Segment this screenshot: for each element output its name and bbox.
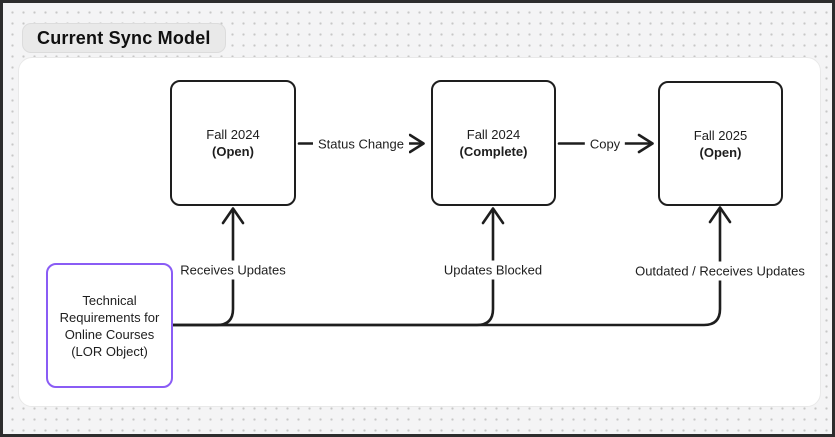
edge-label-copy[interactable]: Copy — [584, 134, 626, 154]
edge-label-outdated-receives-updates[interactable]: Outdated / Receives Updates — [630, 261, 810, 281]
box-label-term: Fall 2025 — [693, 127, 748, 143]
edge-label-receives-updates[interactable]: Receives Updates — [175, 260, 291, 280]
lor-box-line: Technical — [82, 292, 137, 308]
course-box-fall-2024-open[interactable]: Fall 2024 (Open) — [170, 80, 296, 206]
box-label-term: Fall 2024 — [466, 127, 521, 142]
frame-title-text: Current Sync Model — [37, 27, 211, 48]
lor-box-line: Online Courses — [64, 326, 155, 342]
arrow-outdated-receives-updates[interactable] — [171, 206, 732, 327]
lor-box-line: (LOR Object) — [71, 343, 148, 359]
edge-label-status-change[interactable]: Status Change — [312, 134, 410, 154]
lor-box-line: Requirements for — [59, 309, 160, 325]
course-box-fall-2024-complete[interactable]: Fall 2024 (Complete) — [431, 80, 556, 206]
box-label-status: (Open) — [699, 144, 742, 160]
edge-label-updates-blocked[interactable]: Updates Blocked — [438, 260, 548, 280]
box-label-status: (Complete) — [459, 144, 528, 159]
course-box-fall-2025-open[interactable]: Fall 2025 (Open) — [658, 81, 783, 206]
frame-title-pill[interactable]: Current Sync Model — [22, 23, 226, 53]
lor-object-box[interactable]: Technical Requirements for Online Course… — [46, 263, 173, 388]
box-label-status: (Open) — [212, 144, 254, 159]
box-label-term: Fall 2024 — [206, 127, 260, 142]
